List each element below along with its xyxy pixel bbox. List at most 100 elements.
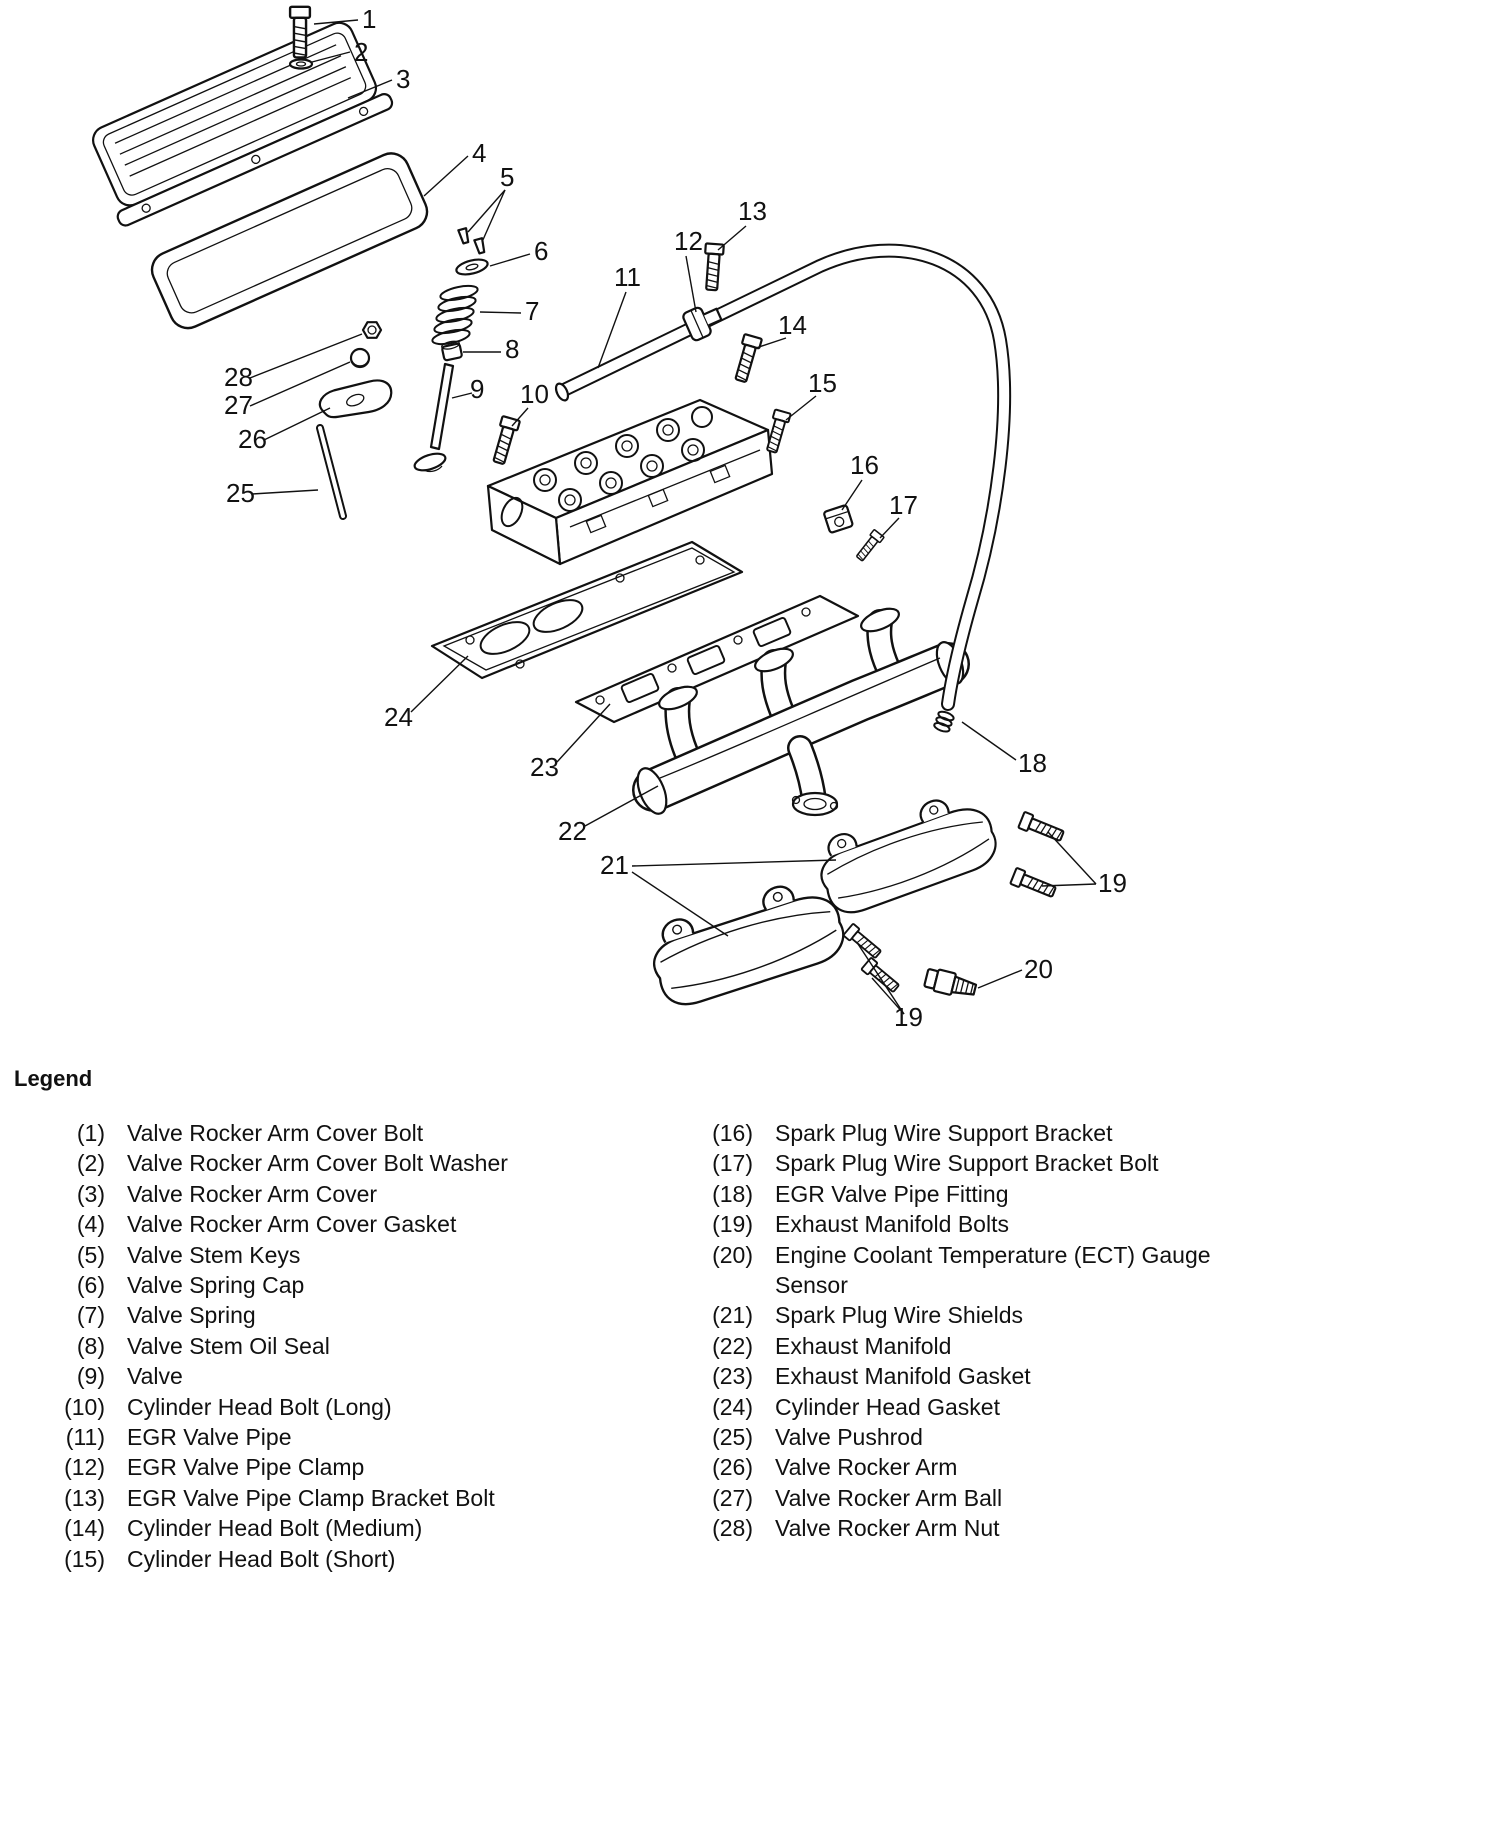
legend-item-number: (17) <box>712 1150 753 1177</box>
cylinder-head-gasket <box>430 540 744 680</box>
callout-23: 23 <box>530 752 559 782</box>
callout-27: 27 <box>224 390 253 420</box>
callout-16: 16 <box>850 450 879 480</box>
legend-item-number: (3) <box>76 1180 105 1207</box>
egr-valve-pipe-fitting <box>933 710 955 733</box>
legend-item-number: (20) <box>712 1241 753 1268</box>
callout-5: 5 <box>500 162 514 192</box>
legend-item-number: (27) <box>712 1484 753 1511</box>
valve-rocker-arm-nut <box>361 321 383 339</box>
legend-item: (6)Valve Spring Cap <box>0 1270 648 1300</box>
legend-item-label: EGR Valve Pipe Clamp Bracket Bolt <box>127 1484 495 1511</box>
legend-item-number: (4) <box>76 1211 105 1238</box>
valve-rocker-arm-cover-gasket <box>150 152 429 330</box>
legend-item-label: Valve Rocker Arm Ball <box>775 1484 1003 1511</box>
callout-24: 24 <box>384 702 413 732</box>
egr-valve-pipe-clamp <box>682 306 723 342</box>
callout-2: 2 <box>354 37 368 67</box>
legend-item-label: Valve Rocker Arm Cover Bolt Washer <box>127 1150 508 1177</box>
legend-item: (13) EGR Valve Pipe Clamp Bracket Bolt <box>0 1483 648 1513</box>
spark-plug-wire-shield-left <box>641 870 852 1013</box>
legend-item-label: Valve Rocker Arm Cover <box>127 1180 378 1207</box>
exploded-parts-svg: 1 2 3 4 5 6 7 8 9 10 11 12 13 14 15 16 1… <box>92 4 1127 1032</box>
legend-item: (21) Spark Plug Wire Shields <box>648 1300 1288 1330</box>
legend-item-label: Valve Stem Keys <box>127 1241 301 1268</box>
exhaust-manifold-bolt <box>842 922 884 962</box>
callout-12: 12 <box>674 226 703 256</box>
valve-stem-keys <box>457 227 486 255</box>
legend-item-label: Cylinder Head Gasket <box>775 1393 1000 1420</box>
legend-item: (28) Valve Rocker Arm Nut <box>648 1513 1288 1543</box>
legend-item-number: (6) <box>76 1272 105 1299</box>
legend-item: (22)Exhaust Manifold <box>648 1331 1288 1361</box>
legend-item-number: (1) <box>76 1120 105 1146</box>
legend-item: (27) Valve Rocker Arm Ball <box>648 1483 1288 1513</box>
callout-18: 18 <box>1018 748 1047 778</box>
legend-item-label: Cylinder Head Bolt (Long) <box>127 1393 392 1420</box>
legend-item-label: Spark Plug Wire Shields <box>775 1302 1023 1329</box>
spark-plug-wire-support-bracket <box>823 504 854 534</box>
legend-item: (9)Valve <box>0 1361 648 1391</box>
legend-item-number: (19) <box>712 1211 753 1238</box>
legend-item-number: (13) <box>64 1484 105 1511</box>
legend-item-number: (21) <box>712 1302 753 1329</box>
legend-item: (19)Exhaust Manifold Bolts <box>648 1209 1288 1239</box>
legend-item: (2) Valve Rocker Arm Cover Bolt Washer <box>0 1148 648 1178</box>
spark-plug-wire-shield-right <box>808 784 1005 921</box>
callout-22: 22 <box>558 816 587 846</box>
spark-plug-wire-bracket-bolt <box>853 528 885 564</box>
legend-item-number: (8) <box>76 1332 105 1359</box>
legend-item: (1)Valve Rocker Arm Cover Bolt <box>0 1118 648 1148</box>
legend-item: (18)EGR Valve Pipe Fitting <box>648 1179 1288 1209</box>
callout-4: 4 <box>472 138 486 168</box>
legend-item-label: Exhaust Manifold Gasket <box>775 1363 1031 1390</box>
valve-rocker-arm-ball <box>349 347 371 369</box>
legend-item-label: Engine Coolant Temperature (ECT) Gauge S… <box>775 1241 1211 1299</box>
callout-28: 28 <box>224 362 253 392</box>
callout-14: 14 <box>778 310 807 340</box>
legend-item: (10) Cylinder Head Bolt (Long) <box>0 1392 648 1422</box>
legend-item: (17)Spark Plug Wire Support Bracket Bolt <box>648 1148 1288 1178</box>
legend-item: (12)EGR Valve Pipe Clamp <box>0 1452 648 1482</box>
legend-item-label: Valve Rocker Arm Cover Gasket <box>127 1211 457 1238</box>
cylinder-head <box>486 398 774 566</box>
exhaust-manifold <box>632 607 970 817</box>
legend-item-label: Cylinder Head Bolt (Medium) <box>127 1515 423 1542</box>
legend-item-number: (10) <box>64 1393 105 1420</box>
legend-item-number: (14) <box>64 1515 105 1542</box>
legend-item: (15)Cylinder Head Bolt (Short) <box>0 1544 648 1574</box>
exhaust-manifold-bolt <box>1017 810 1067 846</box>
legend-right-column: (16)Spark Plug Wire Support Bracket (17)… <box>648 1118 1288 1574</box>
legend-item-label: Exhaust Manifold <box>775 1332 952 1359</box>
callout-17: 17 <box>889 490 918 520</box>
ect-gauge-sensor <box>923 968 978 996</box>
valve-spring-cap <box>455 258 489 276</box>
legend-item-label: Valve Stem Oil Seal <box>127 1332 330 1359</box>
legend-item: (7)Valve Spring <box>0 1300 648 1330</box>
cylinder-head-bolt-medium <box>730 332 764 385</box>
callout-3: 3 <box>396 64 410 94</box>
legend-item-label: Valve Rocker Arm Nut <box>775 1515 1000 1542</box>
legend-item: (14) Cylinder Head Bolt (Medium) <box>0 1513 648 1543</box>
legend-item: (4) Valve Rocker Arm Cover Gasket <box>0 1209 648 1239</box>
cylinder-head-bolt-long <box>488 414 522 467</box>
valve <box>413 362 455 473</box>
valve-rocker-arm <box>318 379 393 419</box>
exploded-view-diagram: 1 2 3 4 5 6 7 8 9 10 11 12 13 14 15 16 1… <box>92 4 1127 1032</box>
legend-item-number: (25) <box>712 1424 753 1451</box>
valve-rocker-arm-cover-bolt-washer <box>288 58 314 70</box>
valve-rocker-arm-cover <box>92 21 394 227</box>
callout-21: 21 <box>600 850 629 880</box>
legend-item-label: EGR Valve Pipe Fitting <box>775 1180 1009 1207</box>
legend-item: (3) Valve Rocker Arm Cover <box>0 1179 648 1209</box>
legend-item: (8) Valve Stem Oil Seal <box>0 1331 648 1361</box>
legend-item-number: (12) <box>64 1454 105 1481</box>
egr-pipe-clamp-bracket-bolt <box>701 242 725 292</box>
legend-section: Legend (1)Valve Rocker Arm Cover Bolt (2… <box>0 1066 1504 1574</box>
legend-item-number: (2) <box>76 1150 105 1177</box>
exhaust-manifold-gasket <box>574 594 860 724</box>
callout-10: 10 <box>520 379 549 409</box>
egr-valve-pipe <box>554 243 1012 711</box>
callout-25: 25 <box>226 478 255 508</box>
legend-item-number: (28) <box>712 1515 753 1542</box>
